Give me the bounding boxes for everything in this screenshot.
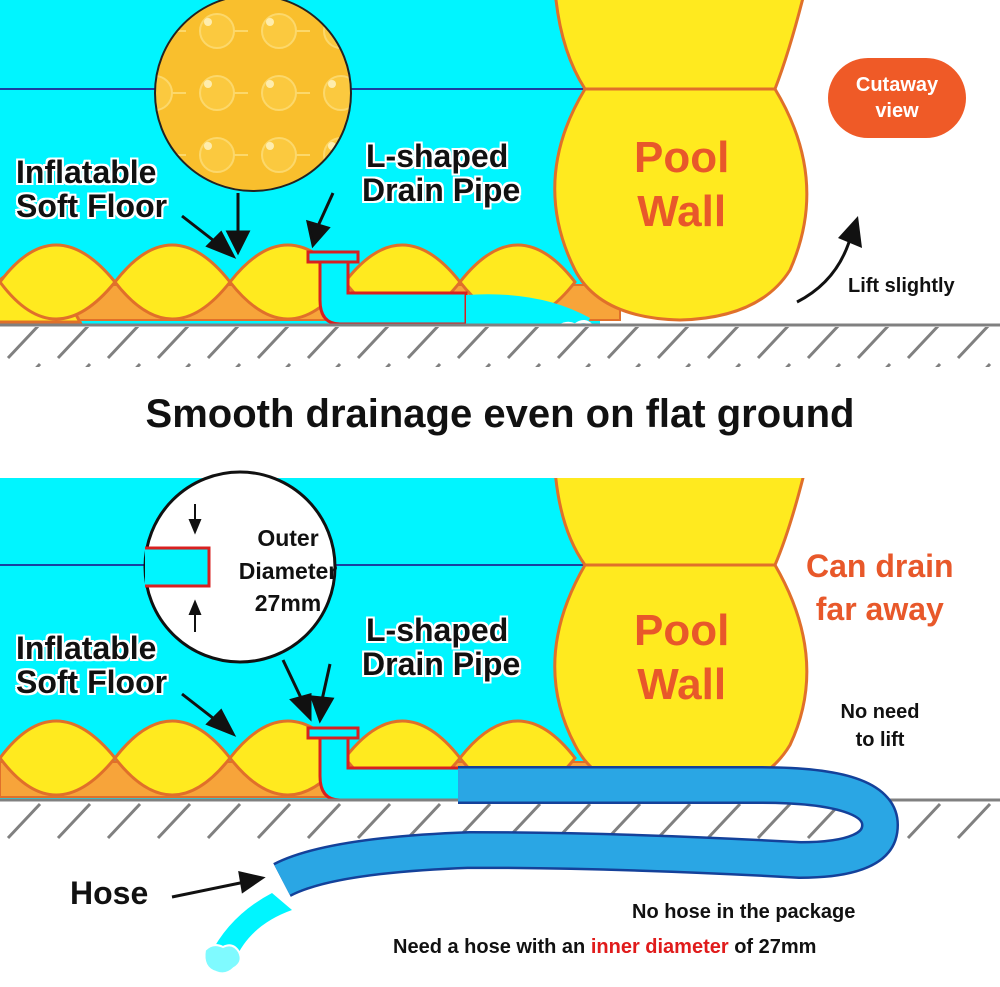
pipe-label-bottom: L-shaped Drain Pipe xyxy=(362,612,521,682)
outer-diameter-magnifier xyxy=(143,470,337,664)
cutaway-view-badge: Cutaway view xyxy=(828,58,966,138)
pool-wall-label-bottom: Pool Wall xyxy=(634,606,730,710)
hose xyxy=(273,766,899,898)
hose-label: Hose xyxy=(70,875,149,911)
hose-requirement-note: Need a hose with an inner diameter of 27… xyxy=(393,936,817,958)
outer-diameter-label: Outer Diameter 27mm xyxy=(238,525,338,617)
main-heading: Smooth drainage even on flat ground xyxy=(145,392,855,436)
pointer-arrows-top xyxy=(181,192,335,259)
floor-label-bottom: Inflatable Soft Floor xyxy=(16,630,168,700)
ground-hatch xyxy=(0,327,1000,367)
pool-wall-label-top: Pool Wall xyxy=(634,133,730,237)
pointer-arrows-bottom xyxy=(171,659,335,899)
pipe-label-top: L-shaped Drain Pipe xyxy=(362,138,521,208)
hose-water xyxy=(210,893,292,960)
floor-label-top: Inflatable Soft Floor xyxy=(16,154,168,224)
no-need-to-lift-label: No need to lift xyxy=(840,701,920,751)
floor-texture-magnifier xyxy=(154,0,352,192)
can-drain-far-label: Can drain far away xyxy=(806,548,954,628)
lift-slightly-label: Lift slightly xyxy=(848,275,955,297)
inner-diameter-highlight: inner diameter xyxy=(590,936,729,958)
water-stream xyxy=(466,294,590,325)
no-hose-note: No hose in the package xyxy=(632,901,856,923)
pool-wall xyxy=(553,0,809,322)
lift-arrow xyxy=(796,216,862,304)
l-drain-pipe xyxy=(306,250,468,325)
